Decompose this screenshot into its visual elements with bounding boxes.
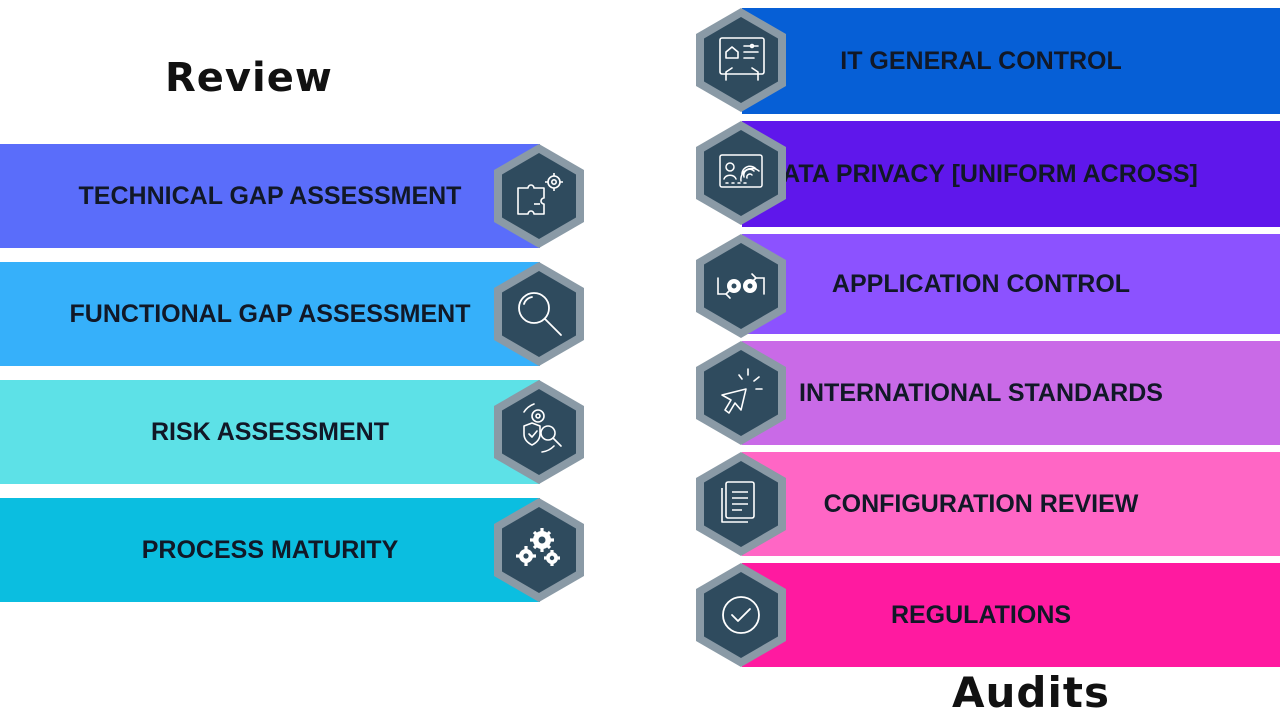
review-item-functional-gap: FUNCTIONAL GAP ASSESSMENT <box>0 262 540 366</box>
audit-item-it-general-control: IT GENERAL CONTROL <box>742 8 1280 114</box>
gears-icon <box>494 498 584 602</box>
audit-item-label: DATA PRIVACY [UNIFORM ACROSS] <box>764 159 1198 188</box>
review-item-label: PROCESS MATURITY <box>141 535 399 564</box>
cursor-click-icon <box>696 341 786 445</box>
review-item-technical-gap: TECHNICAL GAP ASSESSMENT <box>0 144 540 248</box>
review-heading: Review <box>165 55 333 101</box>
review-item-label: TECHNICAL GAP ASSESSMENT <box>78 181 462 210</box>
control-panel-icon <box>696 8 786 112</box>
review-item-risk-assessment: RISK ASSESSMENT <box>0 380 540 484</box>
fingerprint-id-icon <box>696 121 786 225</box>
audit-item-label: IT GENERAL CONTROL <box>840 46 1122 75</box>
documents-icon <box>696 452 786 556</box>
audit-item-regulations: REGULATIONS <box>742 563 1280 667</box>
audit-item-label: APPLICATION CONTROL <box>831 269 1131 298</box>
audit-item-label: CONFIGURATION REVIEW <box>823 489 1139 518</box>
audit-item-international-standards: INTERNATIONAL STANDARDS <box>742 341 1280 445</box>
puzzle-gear-icon <box>494 144 584 248</box>
risk-shield-search-icon <box>494 380 584 484</box>
audit-item-label: INTERNATIONAL STANDARDS <box>799 378 1163 407</box>
magnifier-icon <box>494 262 584 366</box>
audit-item-label: REGULATIONS <box>890 600 1072 629</box>
audits-heading: Audits <box>952 668 1110 717</box>
review-item-label: RISK ASSESSMENT <box>150 417 389 446</box>
review-item-process-maturity: PROCESS MATURITY <box>0 498 540 602</box>
review-item-label: FUNCTIONAL GAP ASSESSMENT <box>69 299 471 328</box>
audit-item-data-privacy: DATA PRIVACY [UNIFORM ACROSS] <box>742 121 1280 227</box>
gear-process-icon <box>696 234 786 338</box>
checkmark-circle-icon <box>696 563 786 667</box>
audit-item-configuration-review: CONFIGURATION REVIEW <box>742 452 1280 556</box>
audit-item-application-control: APPLICATION CONTROL <box>742 234 1280 334</box>
